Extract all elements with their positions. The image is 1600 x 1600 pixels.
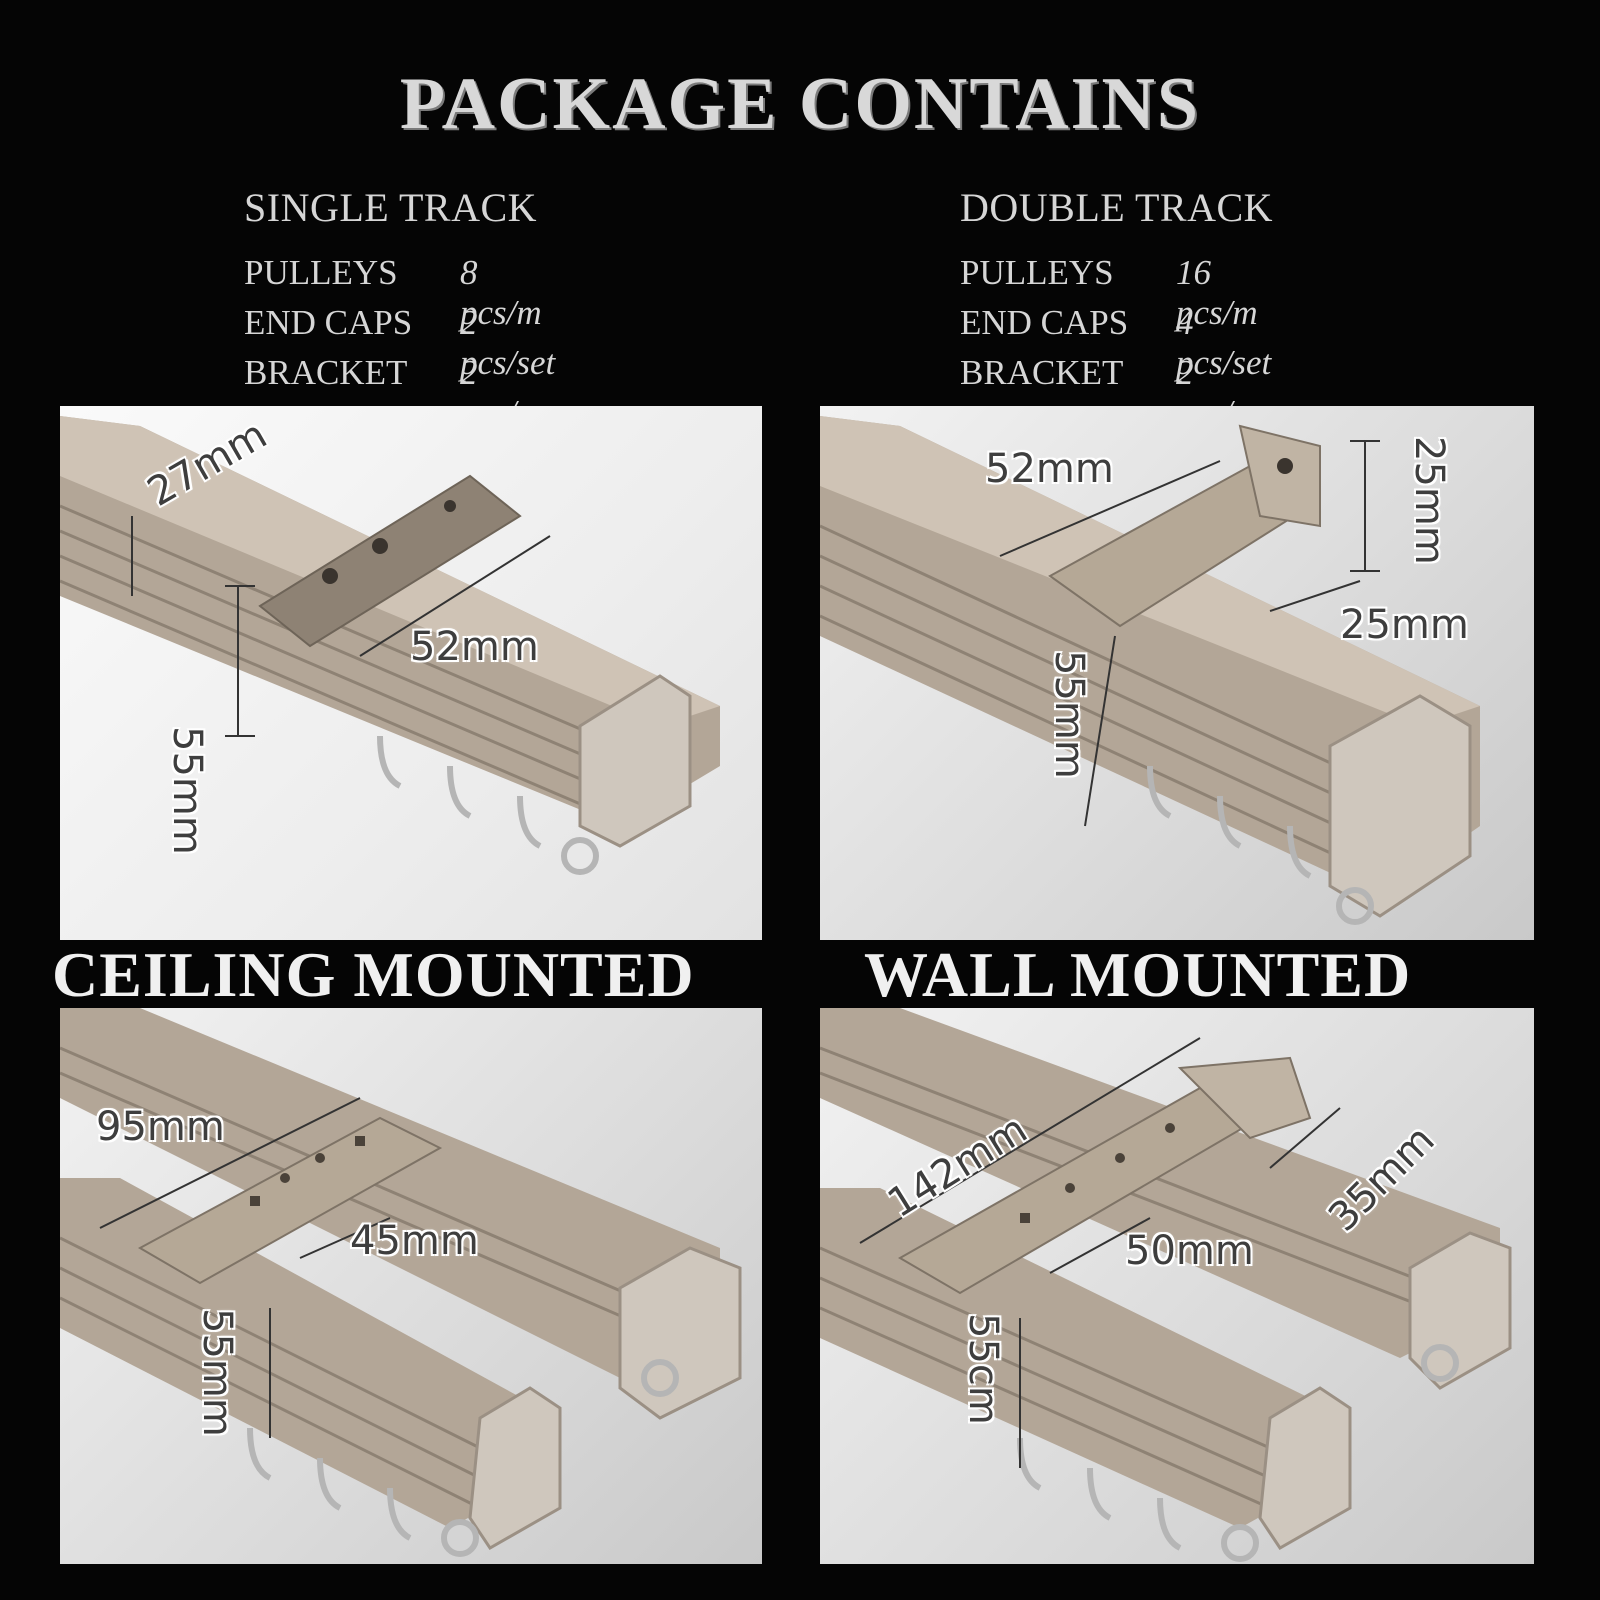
spec-item-qty: 4 pcs/set bbox=[1176, 303, 1272, 382]
dim-gap-label: 45mm bbox=[350, 1218, 479, 1264]
ceiling-mounted-label: CEILING MOUNTED bbox=[52, 939, 695, 1010]
single-track-ceiling-illustration bbox=[60, 416, 720, 875]
double-track-spec: DOUBLE TRACK PULLEYS 16 pcs/m END CAPS 4 p… bbox=[960, 184, 1274, 432]
double-track-wall-illustration bbox=[820, 1008, 1512, 1562]
spec-item-name: PULLEYS bbox=[960, 253, 1114, 292]
dim-gap-label: 50mm bbox=[1125, 1228, 1254, 1274]
spec-row: END CAPS 4 pcs/set bbox=[960, 303, 1273, 382]
spec-row: PULLEYS 8 pcs/m bbox=[244, 253, 542, 332]
spec-item-name: BRACKET bbox=[960, 353, 1124, 392]
single-track-spec: SINGLE TRACK PULLEYS 8 pcs/m END CAPS 2 pc… bbox=[244, 184, 555, 432]
dim-bracket-label: 52mm bbox=[410, 624, 539, 670]
spec-item-name: END CAPS bbox=[960, 303, 1129, 342]
single-track-wall-illustration bbox=[820, 416, 1480, 925]
page-title: PACKAGE CONTAINS bbox=[399, 63, 1201, 145]
double-track-heading: DOUBLE TRACK bbox=[960, 185, 1274, 230]
spec-item-name: END CAPS bbox=[244, 303, 413, 342]
double-track-ceiling-photo: 95mm 45mm 55mm bbox=[60, 1008, 762, 1564]
spec-row: PULLEYS 16 pcs/m bbox=[960, 253, 1273, 332]
spec-item-qty: 8 pcs/m bbox=[460, 253, 542, 332]
dim-bracket-label: 52mm bbox=[985, 446, 1114, 492]
dim-height-label: 55mm bbox=[1046, 650, 1092, 779]
dim-plate-height-label: 25mm bbox=[1406, 436, 1452, 565]
spec-row: END CAPS 2 pcs/set bbox=[244, 303, 555, 382]
single-track-ceiling-photo: 27mm 55mm 52mm bbox=[60, 406, 762, 940]
spec-item-name: BRACKET bbox=[244, 353, 408, 392]
spec-item-qty: 16 pcs/m bbox=[1176, 253, 1258, 332]
dim-height-label: 55mm bbox=[194, 1308, 240, 1437]
wall-mounted-label: WALL MOUNTED bbox=[864, 939, 1412, 1010]
double-track-ceiling-illustration bbox=[60, 1008, 742, 1557]
dim-bracket-label: 95mm bbox=[96, 1104, 225, 1150]
spec-item-name: PULLEYS bbox=[244, 253, 398, 292]
single-track-wall-photo: 52mm 25mm 25mm 55mm bbox=[820, 406, 1534, 940]
single-track-heading: SINGLE TRACK bbox=[244, 185, 538, 230]
double-track-wall-photo: 142mm 35mm 50mm 55cm bbox=[820, 1008, 1534, 1564]
spec-item-qty: 2 pcs/set bbox=[460, 303, 556, 382]
dim-height-label: 55cm bbox=[960, 1313, 1006, 1425]
dim-offset-label: 25mm bbox=[1340, 602, 1469, 648]
dim-height-label: 55mm bbox=[164, 726, 210, 855]
